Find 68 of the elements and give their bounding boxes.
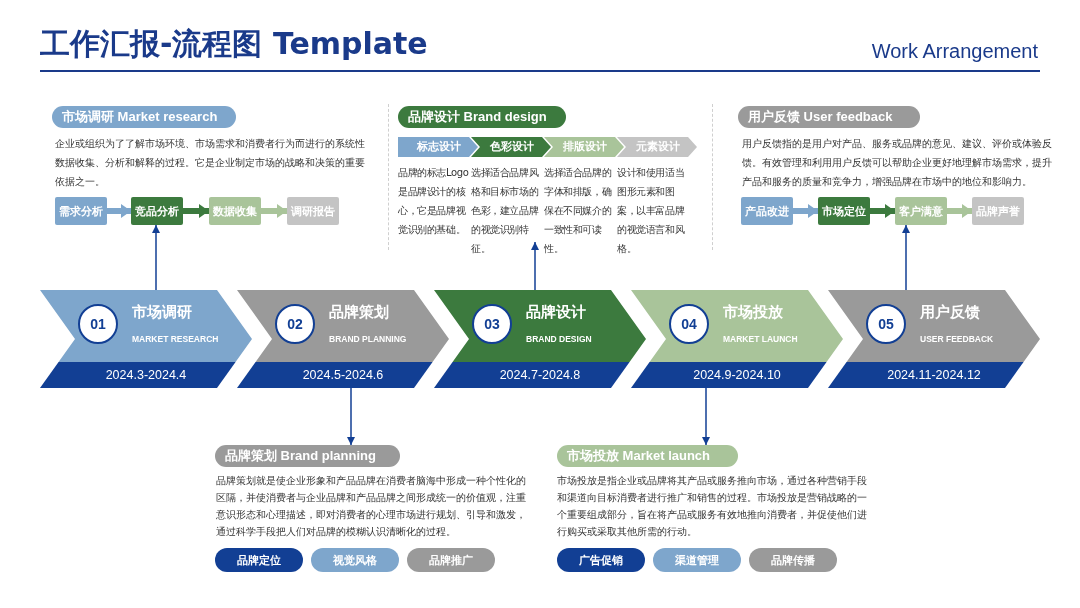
description-text: 设计和使用适当图形元素和图案，以丰富品牌的视觉语言和风格。 (617, 166, 686, 256)
segment-banner (544, 137, 624, 157)
stage-title: 品牌策划 (329, 303, 389, 322)
stage-subtitle: USER FEEDBACK (920, 334, 994, 344)
description-text: 品牌策划就是使企业形象和产品品牌在消费者脑海中形成一种个性化的区隔，并使消费者与企业品牌和产品品牌之间形成统一的价值观，注重意识形态和心理描述，即对消费者的心理市场进行规划、引导和激发，通过科学手段把人们对品牌的模糊认识清晰化的过程。 (216, 474, 527, 539)
segment-label: 元素设计 (635, 139, 681, 155)
stage-title: 用户反馈 (920, 303, 980, 322)
stage-subtitle: BRAND PLANNING (329, 334, 407, 344)
arrow (152, 224, 160, 291)
segment-banner (398, 137, 478, 157)
description-text: 选择适合品牌风格和目标市场的色彩，建立品牌的视觉识别特征。 (471, 166, 540, 256)
keyword-tag: 渠道管理 (653, 548, 741, 572)
segment-banner (617, 137, 697, 157)
segment-label: 排版设计 (562, 139, 608, 155)
arrow (531, 241, 539, 291)
description-text: 品牌的标志Logo是品牌设计的核心，它是品牌视觉识别的基础。 (398, 166, 470, 237)
stage-banner (237, 290, 449, 388)
arrow (347, 387, 355, 446)
stage-banner (828, 290, 1040, 388)
arrow (870, 204, 895, 218)
section-tag: 用户反馈 User feedback (738, 106, 920, 128)
step-tag: 数据收集 (209, 197, 261, 225)
stage-subtitle: MARKET RESEARCH (132, 334, 219, 344)
description-text: 企业或组织为了了解市场环境、市场需求和消费者行为而进行的系统性数据收集、分析和解释的过程。它是企业制定市场的战略和决策的重要依据之一。 (55, 137, 366, 189)
section-tag: 品牌设计 Brand design (398, 106, 566, 128)
arrow (793, 204, 818, 218)
step-tag: 客户满意 (895, 197, 947, 225)
arrow (702, 387, 710, 446)
description-text: 选择适合品牌的字体和排版，确保在不同媒介的一致性和可读性。 (544, 166, 613, 256)
stage-title: 市场调研 (132, 303, 192, 322)
arrow (107, 204, 131, 218)
stage-banner (631, 290, 843, 388)
stage-banner (434, 290, 646, 388)
step-tag: 调研报告 (287, 197, 339, 225)
step-tag: 品牌声誉 (972, 197, 1024, 225)
keyword-tag: 视觉风格 (311, 548, 399, 572)
stage-date: 2024.11-2024.12 (886, 367, 982, 384)
segment-label: 标志设计 (416, 139, 462, 155)
step-tag: 需求分析 (55, 197, 107, 225)
stage-banner (40, 290, 252, 388)
segment-banner (471, 137, 551, 157)
section-tag: 市场投放 Market launch (557, 445, 738, 467)
stage-date: 2024.3-2024.4 (104, 367, 188, 384)
stage-date: 2024.5-2024.6 (301, 367, 385, 384)
arrow (902, 224, 910, 291)
step-tag: 竞品分析 (131, 197, 183, 225)
subtitle-text: Work Arrangement (871, 40, 1038, 63)
keyword-tag: 品牌传播 (749, 548, 837, 572)
description-text: 用户反馈指的是用户对产品、服务或品牌的意见、建议、评价或体验反馈。有效管理和利用用户反馈可以帮助企业更好地理解市场需求，提升产品和服务的质量和竞争力，增强品牌在市场中的地位和影响力。 (742, 137, 1053, 189)
arrow (947, 204, 972, 218)
stage-date: 2024.7-2024.8 (498, 367, 582, 384)
keyword-tag: 广告促销 (557, 548, 645, 572)
stage-title: 品牌设计 (526, 303, 586, 322)
stage-date: 2024.9-2024.10 (692, 367, 782, 384)
segment-label: 色彩设计 (489, 139, 535, 155)
stage-subtitle: BRAND DESIGN (526, 334, 592, 344)
step-tag: 产品改进 (741, 197, 793, 225)
page-title: 工作汇报-流程图 Template (40, 25, 428, 63)
keyword-tag: 品牌推广 (407, 548, 495, 572)
section-tag: 品牌策划 Brand planning (215, 445, 400, 467)
section-tag: 市场调研 Market research (52, 106, 236, 128)
arrow (261, 204, 287, 218)
arrow (183, 204, 209, 218)
step-tag: 市场定位 (818, 197, 870, 225)
stage-subtitle: MARKET LAUNCH (723, 334, 798, 344)
stage-title: 市场投放 (723, 303, 783, 322)
description-text: 市场投放是指企业或品牌将其产品或服务推向市场，通过各种营销手段和渠道向目标消费者进行推广和销售的过程。市场投放是营销战略的一个重要组成部分，旨在将产品或服务有效地推向消费者，并促使他们进行购买或采取其他所需的行动。 (557, 474, 868, 539)
keyword-tag: 品牌定位 (215, 548, 303, 572)
